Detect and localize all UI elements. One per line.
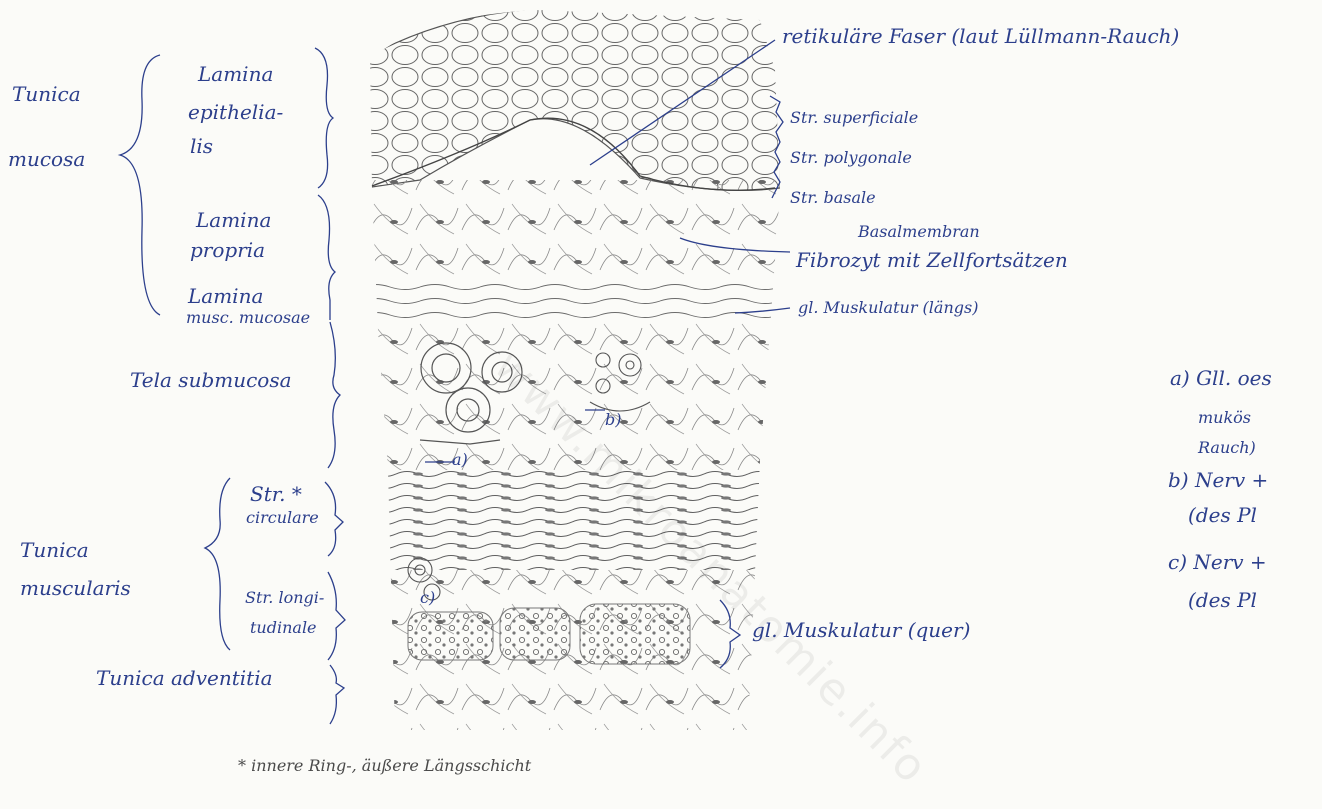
legend-line-6: c) Nerv + [1168,552,1267,572]
label-lamina-epithelialis-3: lis [190,136,213,156]
label-str-longitudinale-2: tudinale [250,620,317,636]
label-gl-muskulatur-quer: gl. Muskulatur (quer) [752,620,970,640]
label-tunica-mucosa-1: Tunica [12,84,81,104]
label-str-circulare-2: circulare [246,510,319,526]
legend-line-2: mukös [1198,410,1251,426]
legend-line-1: a) Gll. oes [1170,368,1272,388]
label-tunica-muscularis-1: Tunica [20,540,89,560]
label-gl-muskulatur-laengs: gl. Muskulatur (längs) [798,300,978,316]
marker-c: c) [420,590,435,606]
adventitia [360,665,790,735]
label-lamina-musc-2: musc. mucosae [186,310,310,326]
label-str-longitudinale-1: Str. longi- [245,590,324,606]
marker-a: a) [452,452,468,468]
label-tunica-muscularis-2: muscularis [20,578,131,598]
label-str-polygonale: Str. polygonale [790,150,912,166]
label-tunica-mucosa-2: mucosa [8,149,85,169]
label-lamina-musc-1: Lamina [188,286,263,306]
label-retikulaere-faser: retikuläre Faser (laut Lüllmann-Rauch) [782,26,1179,46]
lamina-propria [360,180,790,280]
footnote: * innere Ring-, äußere Längsschicht [238,758,531,774]
label-lamina-propria-1: Lamina [196,210,271,230]
muscle-bundles-cross [408,604,690,664]
label-basalmembran: Basalmembran [858,224,980,240]
legend-line-3: Rauch) [1198,440,1256,456]
label-tela-submucosa: Tela submucosa [130,370,292,390]
epithelium [362,8,780,190]
label-tunica-adventitia: Tunica adventitia [96,668,273,688]
label-lamina-propria-2: propria [190,240,265,260]
label-lamina-epithelialis-1: Lamina [198,64,273,84]
legend-line-5: (des Pl [1188,505,1257,525]
label-str-basale: Str. basale [790,190,876,206]
label-lamina-epithelialis-2: epithelia- [188,102,283,122]
muscularis-mucosae [360,278,790,322]
label-str-superficiale: Str. superficiale [790,110,918,126]
label-str-circulare-1: Str. * [250,484,302,504]
label-fibrozyt: Fibrozyt mit Zellfortsätzen [796,250,1068,270]
marker-b: b) [605,412,621,428]
legend-line-7: (des Pl [1188,590,1257,610]
legend-line-4: b) Nerv + [1168,470,1268,490]
